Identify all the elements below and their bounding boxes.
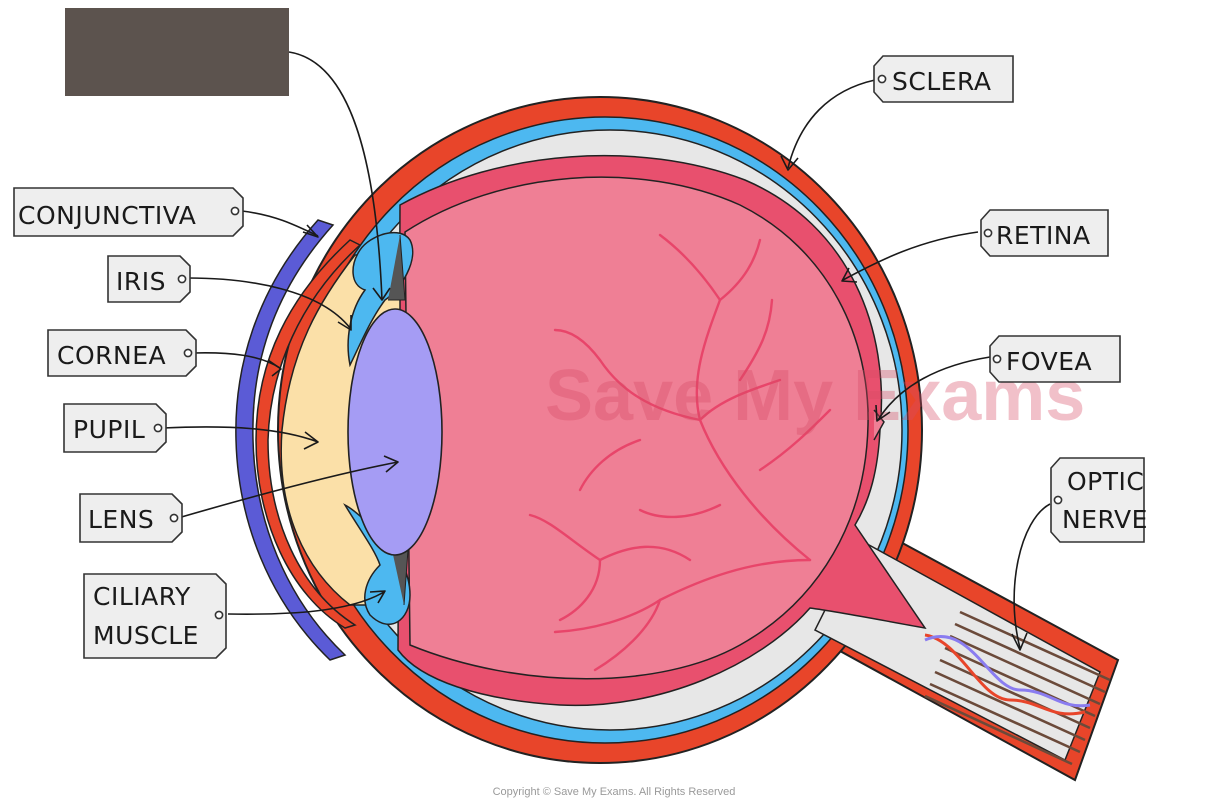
label-pupil-text: PUPIL bbox=[73, 415, 145, 444]
lens-shape bbox=[347, 308, 443, 556]
blood-vessel-purple bbox=[924, 635, 1091, 708]
redacted-label-box bbox=[65, 8, 289, 96]
label-conjunctiva: CONJUNCTIVA bbox=[13, 187, 244, 237]
label-iris: IRIS bbox=[107, 255, 191, 303]
label-cornea-text: CORNEA bbox=[57, 341, 166, 370]
label-fovea: FOVEA bbox=[989, 335, 1121, 383]
label-retina-text: RETINA bbox=[996, 221, 1091, 250]
vitreous-humour bbox=[404, 176, 869, 680]
label-conjunctiva-text: CONJUNCTIVA bbox=[18, 201, 196, 230]
label-nerve-text: NERVE bbox=[1062, 505, 1148, 534]
label-fovea-text: FOVEA bbox=[1006, 347, 1092, 376]
label-optic-text: OPTIC bbox=[1067, 467, 1144, 496]
label-cornea: CORNEA bbox=[47, 329, 197, 377]
blood-vessels bbox=[528, 233, 832, 672]
label-muscle-text: MUSCLE bbox=[93, 621, 199, 650]
label-ciliary-muscle: CILIARY MUSCLE bbox=[83, 573, 227, 659]
label-iris-text: IRIS bbox=[116, 267, 166, 296]
label-optic-nerve: OPTIC NERVE bbox=[1050, 457, 1148, 543]
copyright-text: Copyright © Save My Exams. All Rights Re… bbox=[492, 786, 736, 798]
blood-vessel-red bbox=[924, 633, 1086, 716]
label-ciliary-text: CILIARY bbox=[93, 582, 191, 611]
conjunctiva-layer bbox=[235, 219, 347, 661]
cornea-layer bbox=[255, 239, 362, 629]
suspensory-top bbox=[388, 234, 406, 301]
label-lens-text: LENS bbox=[88, 505, 154, 534]
label-sclera: SCLERA bbox=[873, 55, 1014, 103]
label-lens: LENS bbox=[79, 493, 183, 543]
label-retina: RETINA bbox=[980, 209, 1109, 257]
arrows bbox=[162, 51, 1051, 651]
label-sclera-text: SCLERA bbox=[892, 67, 992, 96]
label-pupil: PUPIL bbox=[63, 403, 167, 453]
